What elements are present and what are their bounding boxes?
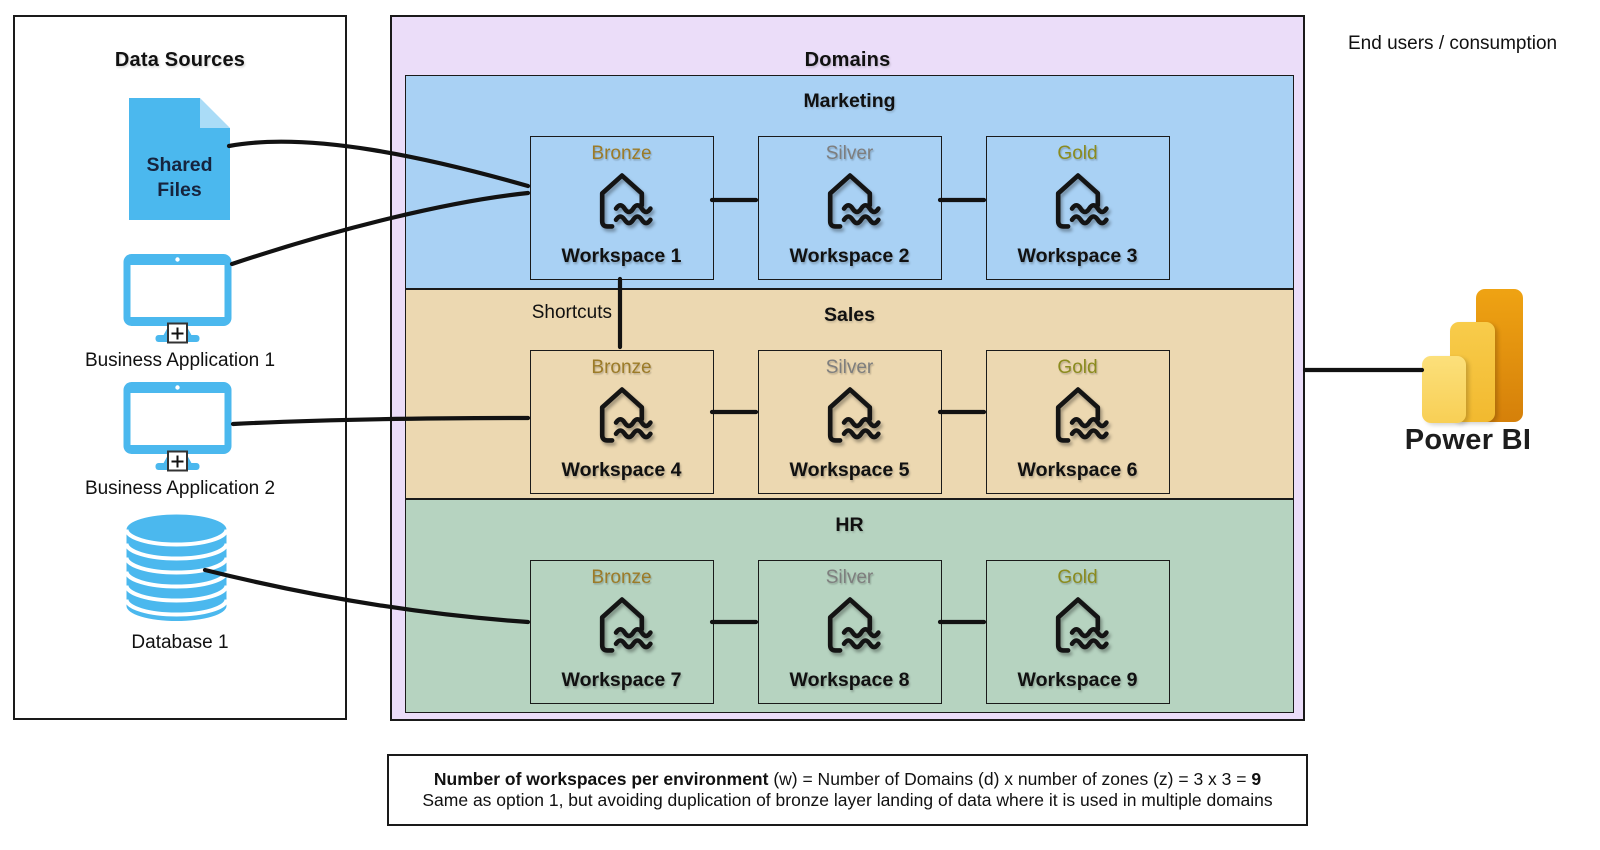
note-box: Number of workspaces per environment (w)… — [387, 754, 1308, 826]
lakehouse-icon — [827, 597, 881, 653]
workspace-card: Silver Workspace 2 — [757, 136, 942, 280]
lakehouse-icon — [827, 173, 881, 229]
domain-row-marketing: Marketing Bronze Workspace 1 Silver Work… — [405, 75, 1294, 289]
lakehouse-icon — [1055, 173, 1109, 229]
database-1-label: Database 1 — [131, 632, 229, 653]
business-application-1-icon — [123, 254, 232, 344]
workspace-name: Workspace 4 — [561, 459, 682, 481]
business-application-2-icon — [123, 382, 232, 472]
power-bi-bar-light — [1422, 356, 1466, 423]
domains-panel: Domains Marketing Bronze Workspace 1 Sil… — [390, 15, 1305, 721]
zone-label: Silver — [825, 567, 874, 588]
database-1-icon — [125, 514, 228, 621]
zone-label: Bronze — [591, 143, 652, 164]
note-line-2: Same as option 1, but avoiding duplicati… — [422, 790, 1273, 810]
workspace-name: Workspace 8 — [789, 669, 910, 691]
lakehouse-icon — [599, 387, 653, 443]
lakehouse-icon — [1055, 597, 1109, 653]
zone-label: Gold — [1057, 357, 1098, 378]
domains-title: Domains — [804, 49, 891, 71]
shared-files-document-icon — [129, 98, 230, 220]
workspace-card: Gold Workspace 3 — [985, 136, 1170, 280]
workspace-card: Silver Workspace 5 — [757, 350, 942, 494]
business-application-2-label: Business Application 2 — [84, 478, 276, 499]
domain-row-title: HR — [835, 514, 864, 536]
workspace-card: Gold Workspace 6 — [985, 350, 1170, 494]
power-bi-label: Power BI — [1404, 424, 1532, 456]
zone-label: Gold — [1057, 143, 1098, 164]
workspace-name: Workspace 3 — [1017, 245, 1138, 267]
power-bi-logo — [1422, 289, 1523, 423]
zone-label: Bronze — [591, 357, 652, 378]
zone-label: Gold — [1057, 567, 1098, 588]
workspace-name: Workspace 9 — [1017, 669, 1138, 691]
domain-row-title: Sales — [824, 304, 875, 326]
zone-label: Silver — [825, 143, 874, 164]
workspace-name: Workspace 5 — [789, 459, 910, 481]
workspace-name: Workspace 2 — [789, 245, 910, 267]
shortcuts-label: Shortcuts — [531, 302, 612, 323]
note-line-1: Number of workspaces per environment (w)… — [433, 768, 1262, 789]
lakehouse-icon — [599, 597, 653, 653]
workspace-name: Workspace 1 — [561, 245, 682, 267]
workspace-card: Bronze Workspace 4 — [529, 350, 714, 494]
business-application-1-label: Business Application 1 — [84, 350, 276, 371]
zone-label: Silver — [825, 357, 874, 378]
shared-files-label: Shared Files — [146, 154, 213, 201]
domain-row-title: Marketing — [803, 90, 896, 112]
domain-row-sales: Sales Bronze Workspace 4 Silver Workspac… — [405, 289, 1294, 499]
lakehouse-icon — [599, 173, 653, 229]
workspace-card: Bronze Workspace 1 — [529, 136, 714, 280]
end-users-title: End users / consumption — [1348, 33, 1558, 54]
data-sources-title: Data Sources — [114, 49, 246, 71]
zone-label: Bronze — [591, 567, 652, 588]
workspace-card: Bronze Workspace 7 — [529, 560, 714, 704]
workspace-name: Workspace 6 — [1017, 459, 1138, 481]
domain-row-hr: HR Bronze Workspace 7 Silver Workspace 8… — [405, 499, 1294, 713]
workspace-card: Silver Workspace 8 — [757, 560, 942, 704]
lakehouse-icon — [827, 387, 881, 443]
workspace-name: Workspace 7 — [561, 669, 682, 691]
lakehouse-icon — [1055, 387, 1109, 443]
workspace-card: Gold Workspace 9 — [985, 560, 1170, 704]
